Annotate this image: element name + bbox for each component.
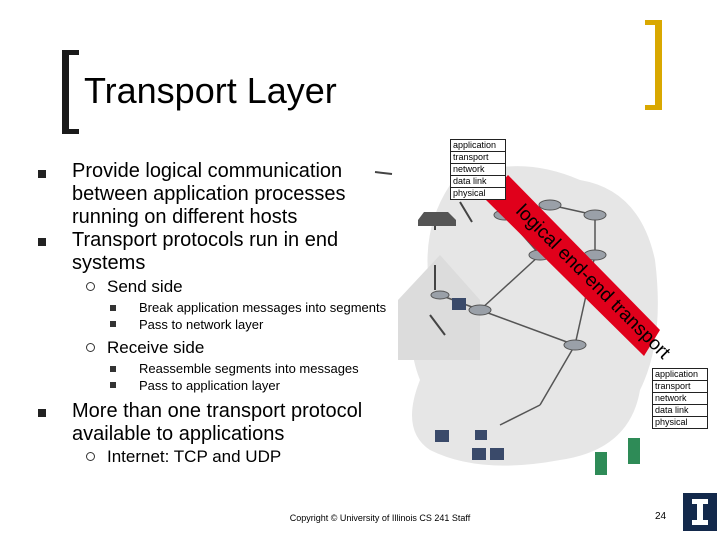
receive-side-item: Reassemble segments into messages	[139, 361, 359, 376]
computer-icon	[452, 298, 466, 310]
bullet-line: More than one transport protocol	[72, 400, 363, 422]
bullet-marker	[38, 170, 46, 178]
bullet-line: between application processes	[72, 183, 346, 205]
send-side-item: Pass to network layer	[139, 317, 264, 332]
receive-side-item: Pass to application layer	[139, 378, 280, 393]
computer-icon	[490, 448, 504, 460]
router-icon	[430, 290, 450, 300]
illinois-i-icon	[692, 499, 708, 525]
top-protocol-stack: application transport network data link …	[450, 139, 506, 200]
sub-bullet-marker	[86, 282, 95, 291]
bullet-marker	[38, 409, 46, 417]
antenna-icon	[459, 201, 473, 223]
internet-protocols: Internet: TCP and UDP	[107, 447, 282, 466]
footer-copyright: Copyright © University of Illinois CS 24…	[289, 513, 471, 523]
computer-icon	[475, 430, 487, 440]
page-title: Transport Layer	[84, 70, 337, 111]
stack-layer: application	[653, 369, 707, 381]
network-cloud	[412, 166, 658, 466]
stack-layer: data link	[653, 405, 707, 417]
sub-sub-bullet-marker	[110, 305, 116, 311]
server-icon	[628, 438, 640, 464]
bullet-line: Provide logical communication	[72, 160, 343, 182]
stack-layer: network	[451, 164, 505, 176]
sub-bullet-marker	[86, 343, 95, 352]
bullet-line: available to applications	[72, 423, 285, 445]
host-computers	[435, 298, 504, 460]
home-network	[398, 255, 480, 360]
stack-layer: application	[451, 140, 505, 152]
router-icon	[468, 304, 492, 316]
stack-layer: physical	[655, 417, 688, 427]
stack-layer: transport	[451, 152, 505, 164]
sub-sub-bullet-marker	[110, 382, 116, 388]
sub-sub-bullet-marker	[110, 321, 116, 327]
bullet-more-protocols: More than one transport protocol availab…	[72, 400, 362, 446]
title-bracket-left	[62, 50, 79, 134]
logical-transport-arrow	[486, 175, 660, 356]
bullet-line: running on different hosts	[72, 206, 298, 228]
computer-icon	[435, 430, 449, 442]
wireless-devices	[374, 171, 473, 336]
computer-icon	[472, 448, 486, 460]
title-bracket-right	[645, 20, 662, 110]
bullet-transport-protocols: Transport protocols run in end systems	[72, 229, 338, 275]
stack-layer: transport	[653, 381, 707, 393]
router-icon	[563, 339, 587, 351]
university-logo	[683, 493, 717, 531]
bullet-line: systems	[72, 252, 146, 274]
receive-side-label: Receive side	[107, 338, 205, 357]
bullet-marker	[38, 238, 46, 246]
car-icon	[418, 212, 456, 226]
bullet-logical-communication: Provide logical communication between ap…	[72, 160, 346, 229]
router-icon	[538, 199, 562, 211]
sub-sub-bullet-marker	[110, 366, 116, 372]
bottom-protocol-stack: application transport network data link …	[652, 368, 708, 429]
server-icon	[595, 452, 607, 475]
stack-layer: network	[653, 393, 707, 405]
phone-icon	[374, 171, 393, 175]
stack-layer: physical	[453, 188, 486, 198]
servers	[595, 438, 640, 475]
send-side-item: Break application messages into segments	[139, 300, 387, 315]
sub-bullet-marker	[86, 452, 95, 461]
bullet-line: Transport protocols run in end	[72, 229, 339, 251]
network-diagram: logical end-end transport	[374, 166, 670, 475]
send-side-label: Send side	[107, 277, 183, 296]
page-number: 24	[655, 511, 667, 522]
stack-layer: data link	[451, 176, 505, 188]
routers	[430, 199, 607, 351]
router-icon	[583, 209, 607, 221]
antenna-icon	[429, 314, 446, 336]
